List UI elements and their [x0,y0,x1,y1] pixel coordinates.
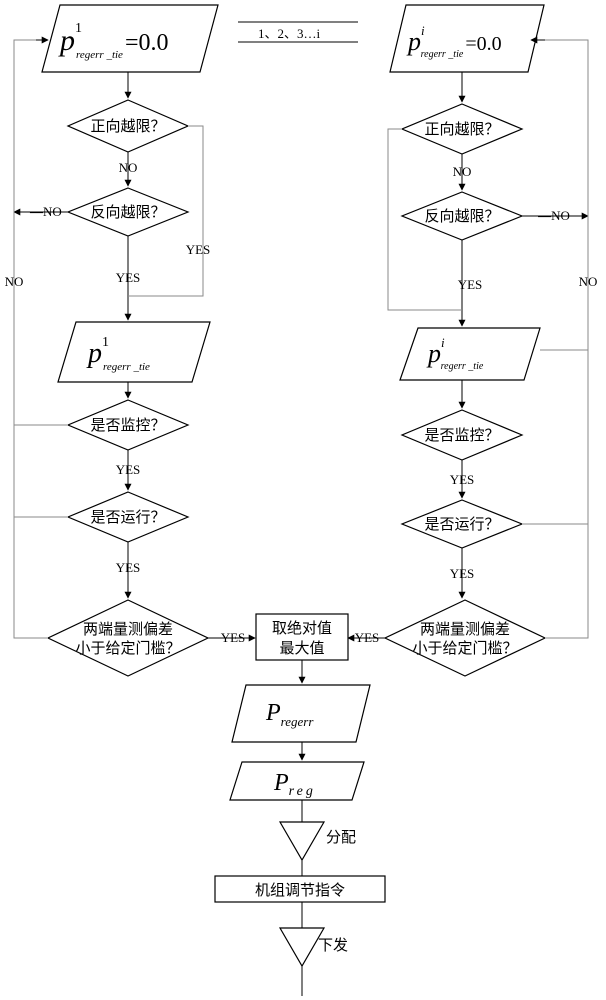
left-reverse-limit-text: 反向越限？ [90,203,165,221]
left-init-p: p [58,24,75,57]
left-yes-label-1: YES [116,270,141,285]
left-init-sub: regerr _tie [76,49,123,61]
right-init-box [389,4,545,73]
left-no-label-2: —NO [29,204,62,219]
right-init-rhs: =0.0 [465,33,501,55]
right-deviation-line1: 两端量测偏差 [420,620,510,638]
left-monitored-text: 是否监控？ [90,416,165,434]
right-output-box [399,327,541,381]
right-yes-label-4: YES [355,630,380,645]
left-yes-label-4: YES [116,560,141,575]
left-deviation-line2: 小于给定门槛？ [75,639,180,657]
right-out-sup: i [441,335,445,350]
right-out-sub: regerr _tie [441,361,484,372]
right-init-sub: regerr _tie [421,49,464,60]
max-abs-line1: 取绝对值 [272,619,332,637]
svg-text:Pregerr: Pregerr [265,700,314,729]
left-deviation-line1: 两端量测偏差 [83,620,173,638]
right-yes-label-3: YES [450,566,475,581]
p-regerr-sub: regerr [281,714,315,729]
issue-label: 下发 [318,936,348,954]
left-init-box [41,4,219,73]
left-out-sup: 1 [102,335,109,350]
right-deviation-line2: 小于给定门槛？ [412,639,517,657]
left-running-text: 是否运行？ [90,508,165,526]
p-regerr-box [231,684,371,743]
left-no-label-1: NO [119,160,138,175]
left-init-rhs: =0.0 [125,30,169,56]
left-yes-label-5: YES [221,630,246,645]
right-no-label-1: NO [453,164,472,179]
right-monitored-text: 是否监控？ [424,426,499,444]
right-forward-limit-text: 正向越限？ [424,120,499,138]
right-init-sup: i [421,23,425,38]
right-reverse-limit-text: 反向越限？ [424,207,499,225]
right-decision-deviation [383,599,547,677]
right-init-p: p [406,27,421,56]
right-no-label-3: NO [579,274,598,289]
p-regerr-base: P [265,700,281,726]
svg-text:Preg: Preg [273,770,316,799]
left-out-sub: regerr _tie [103,361,150,373]
left-yes-label-3: YES [116,462,141,477]
left-output-box [57,321,211,383]
p-reg-sub: reg [289,784,316,799]
right-no-label-2: —NO [537,208,570,223]
right-running-text: 是否运行？ [424,515,499,533]
left-out-p: p [86,338,102,369]
left-yes-label-2: YES [186,242,211,257]
right-yes-label-1: YES [458,277,483,292]
left-no-label-3: NO [5,274,24,289]
right-yes-label-2: YES [450,472,475,487]
max-abs-box [255,613,349,661]
index-label: 1、2、3…i [258,26,321,41]
max-abs-line2: 最大值 [279,639,324,657]
left-forward-limit-text: 正向越限？ [90,117,165,135]
unit-command-text: 机组调节指令 [255,881,345,899]
issue-triangle [278,927,326,968]
p-reg-box [229,761,365,801]
left-init-sup: 1 [75,21,82,36]
p-reg-base: P [273,770,289,796]
unit-command-box [214,875,386,903]
right-out-p: p [426,339,441,368]
left-decision-deviation [46,599,210,677]
distribute-label: 分配 [326,828,356,846]
distribute-triangle [278,821,326,862]
